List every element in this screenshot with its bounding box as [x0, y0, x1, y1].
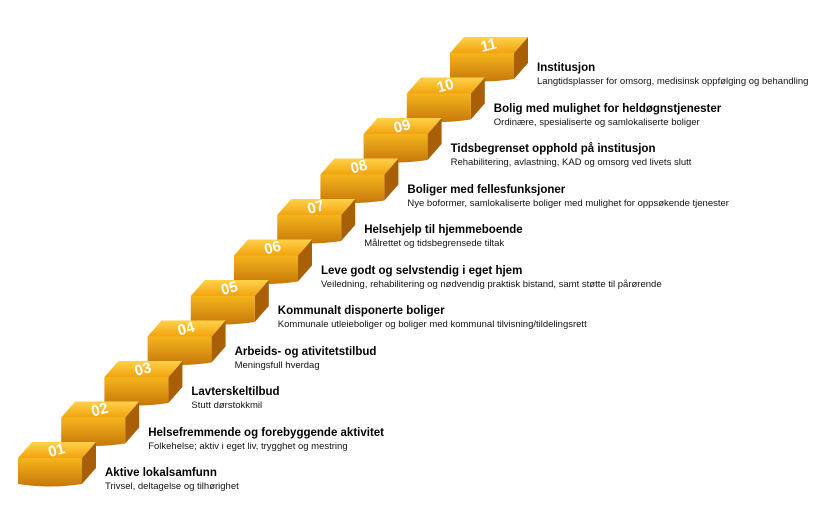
- step-side-face: [168, 361, 183, 403]
- step-top-face: [320, 158, 399, 175]
- step-subtitle: Kommunale utleieboliger og boliger med k…: [277, 319, 587, 330]
- step-side-face: [384, 158, 399, 201]
- step-side-face: [514, 37, 528, 79]
- step-number: 04: [176, 319, 197, 340]
- step-top-face: [147, 320, 226, 337]
- step-riser: [147, 336, 212, 365]
- step-block-08: 08: [320, 157, 399, 203]
- step-side-face: [125, 401, 140, 444]
- step-title: Arbeids- og ativitetstilbud: [234, 345, 377, 358]
- step-title: Kommunalt disponerte boliger: [277, 305, 445, 317]
- step-block-03: 03: [104, 359, 183, 406]
- step-number: 10: [435, 76, 456, 97]
- step-number: 11: [479, 35, 499, 56]
- step-top-face: [277, 199, 356, 215]
- step-title: Tidsbegrenset opphold på institusjon: [450, 143, 656, 155]
- step-title: Leve godt og selvstendig i eget hjem: [321, 264, 523, 277]
- step-number: 05: [219, 278, 240, 299]
- step-title: Boliger med fellesfunksjoner: [407, 183, 566, 196]
- step-number: 09: [392, 116, 413, 137]
- step-riser: [320, 174, 385, 203]
- step-top-face: [450, 37, 528, 53]
- step-side-face: [254, 280, 269, 322]
- step-subtitle: Langtidsplasser for omsorg, medisinsk op…: [537, 76, 809, 87]
- step-subtitle: Ordinære, spesialiserte og samlokalisert…: [493, 116, 700, 128]
- step-subtitle: Veiledning, rehabilitering og nødvendig …: [321, 278, 662, 290]
- step-block-04: 04: [147, 319, 226, 365]
- step-number: 02: [90, 400, 111, 421]
- step-label-02: Helsefremmende og forebyggende aktivitet…: [148, 426, 384, 453]
- step-side-face: [298, 239, 312, 282]
- step-side-face: [82, 442, 96, 484]
- step-block-10: 10: [406, 76, 485, 122]
- step-block-07: 07: [277, 197, 356, 244]
- step-riser: [190, 296, 255, 325]
- step-side-face: [211, 320, 226, 363]
- step-riser: [363, 134, 428, 163]
- step-riser: [104, 377, 169, 406]
- step-riser: [277, 215, 342, 244]
- step-number: 03: [133, 359, 154, 380]
- step-title: Lavterskeltilbud: [191, 386, 280, 398]
- step-number: 07: [306, 197, 327, 218]
- step-subtitle: Rehabilitering, avlastning, KAD og omsor…: [450, 157, 692, 168]
- step-block-09: 09: [363, 116, 442, 163]
- step-riser: [18, 458, 82, 487]
- step-side-face: [470, 77, 485, 120]
- step-subtitle: Folkehelse; aktiv i eget liv, trygghet o…: [148, 440, 348, 452]
- step-side-face: [427, 118, 442, 160]
- step-top-face: [234, 239, 312, 256]
- step-number: 01: [46, 440, 67, 461]
- step-label-10: Bolig med mulighet for heldøgnstjenester…: [494, 102, 721, 129]
- step-riser: [61, 417, 126, 446]
- step-top-face: [104, 361, 183, 377]
- step-block-11: 11: [450, 35, 528, 82]
- step-block-05: 05: [190, 278, 269, 325]
- step-title: Aktive lokalsamfunn: [105, 467, 217, 479]
- step-block-02: 02: [61, 400, 140, 446]
- step-block-06: 06: [234, 238, 312, 284]
- step-top-face: [61, 401, 140, 418]
- step-top-face: [18, 442, 96, 458]
- step-title: Institusjon: [537, 62, 596, 74]
- step-title: Helsefremmende og forebyggende aktivitet: [148, 426, 384, 439]
- step-riser: [450, 53, 514, 82]
- step-title: Helsehjelp til hjemmeboende: [364, 224, 523, 236]
- step-number: 08: [349, 157, 370, 178]
- step-block-01: 01: [18, 440, 96, 487]
- step-riser: [234, 255, 298, 284]
- step-subtitle: Trivsel, deltagelse og tilhørighet: [105, 481, 239, 492]
- step-subtitle: Nye boformer, samlokaliserte boliger med…: [407, 197, 729, 209]
- step-subtitle: Meningsfull hverdag: [234, 359, 320, 371]
- step-riser: [406, 93, 471, 122]
- step-subtitle: Målrettet og tidsbegrensede tiltak: [364, 238, 505, 249]
- step-top-face: [406, 77, 485, 94]
- step-subtitle: Stutt dørstokkmil: [191, 400, 263, 411]
- step-side-face: [341, 199, 356, 241]
- step-top-face: [190, 280, 269, 296]
- step-title: Bolig med mulighet for heldøgnstjenester: [493, 102, 722, 115]
- step-number: 06: [262, 238, 283, 259]
- step-top-face: [363, 118, 442, 134]
